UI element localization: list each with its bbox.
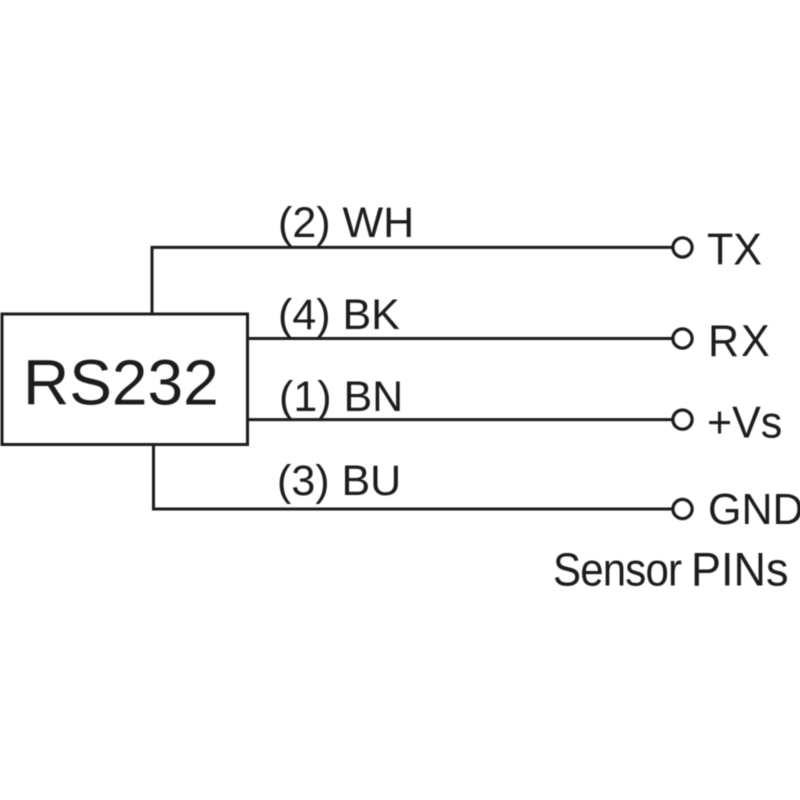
svg-text:+Vs: +Vs — [707, 398, 782, 448]
svg-text:GND: GND — [708, 485, 800, 533]
svg-text:(4) BK: (4) BK — [278, 291, 400, 339]
svg-text:TX: TX — [707, 225, 762, 275]
svg-text:(2) WH: (2) WH — [278, 199, 414, 247]
svg-text:(3) BU: (3) BU — [277, 457, 401, 505]
svg-text:(1) BN: (1) BN — [279, 373, 403, 421]
svg-text:RX: RX — [708, 316, 772, 366]
svg-text:Sensor: Sensor — [553, 545, 681, 596]
svg-text:RS232: RS232 — [23, 347, 219, 419]
svg-text:PINs: PINs — [691, 542, 788, 595]
